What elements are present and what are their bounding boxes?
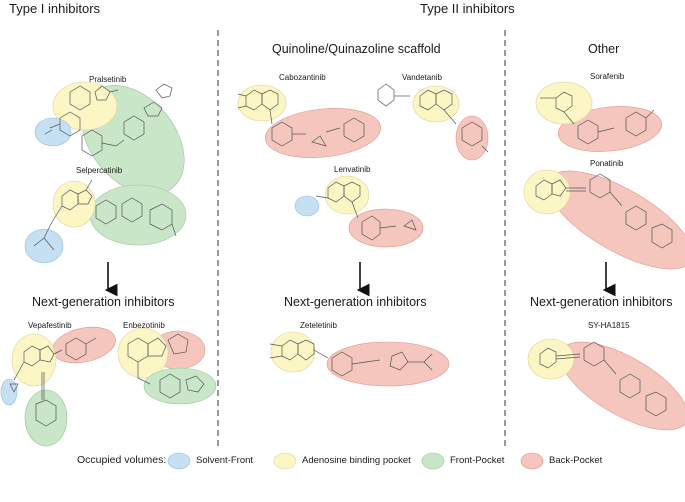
selpercatinib-structure xyxy=(24,179,187,264)
solvent-front-region xyxy=(34,117,72,147)
back-pocket-region xyxy=(264,108,382,158)
back-pocket-region xyxy=(455,115,489,161)
cabozantinib-label: Cabozantinib xyxy=(279,73,326,82)
legend-label-solvent-front: Solvent-Front xyxy=(196,455,254,466)
sorafenib-label: Sorafenib xyxy=(590,72,625,81)
back-pocket-region xyxy=(326,341,450,387)
adenosine-region xyxy=(117,327,169,379)
next-generation-label-type1: Next-generation inhibitors xyxy=(32,295,175,309)
adenosine-region xyxy=(535,81,593,125)
vandetanib-label: Vandetanib xyxy=(402,73,442,82)
legend-label-adenosine: Adenosine binding pocket xyxy=(302,455,411,466)
enbezotinib-structure xyxy=(117,327,217,405)
quinoline-scaffold-header: Quinoline/Quinazoline scaffold xyxy=(272,42,441,56)
enbezotinib-label: Enbezotinib xyxy=(123,321,165,330)
adenosine-region xyxy=(52,81,118,131)
cabozantinib-structure xyxy=(237,84,382,158)
sy-ha1815-label: SY-HA1815 xyxy=(588,321,630,330)
legend-swatch-front-pocket xyxy=(421,452,445,470)
sorafenib-structure xyxy=(535,81,663,152)
back-pocket-region xyxy=(348,208,424,248)
pralsetinib-label: Pralsetinib xyxy=(89,75,127,84)
adenosine-region xyxy=(527,338,575,380)
type2-header: Type II inhibitors xyxy=(420,1,515,16)
front-pocket-region xyxy=(24,389,68,447)
adenosine-region xyxy=(11,333,57,387)
zeteletinib-structure xyxy=(269,331,450,387)
adenosine-region xyxy=(270,331,316,373)
legend-label-back-pocket: Back-Pocket xyxy=(549,455,603,466)
legend-swatch-solvent-front xyxy=(167,452,191,470)
lenvatinib-structure xyxy=(294,175,424,248)
legend-label-front-pocket: Front-Pocket xyxy=(450,455,505,466)
solvent-front-region xyxy=(294,195,320,217)
legend-swatch-adenosine xyxy=(273,452,297,470)
ponatinib-structure xyxy=(523,169,685,270)
adenosine-region xyxy=(52,180,96,228)
vandetanib-structure xyxy=(377,83,489,161)
front-pocket-region xyxy=(89,184,187,246)
selpercatinib-label: Selpercatinib xyxy=(76,166,123,175)
other-header: Other xyxy=(588,42,620,56)
zeteletinib-label: Zeteletinib xyxy=(300,321,337,330)
vepafestinib-structure xyxy=(0,326,116,447)
legend-title: Occupied volumes: xyxy=(77,454,167,466)
ponatinib-label: Ponatinib xyxy=(590,159,624,168)
next-generation-label-quinoline: Next-generation inhibitors xyxy=(284,295,427,309)
adenosine-region xyxy=(324,175,370,215)
solvent-front-region xyxy=(0,378,18,406)
back-pocket-region xyxy=(559,341,685,431)
sy-ha1815-structure xyxy=(527,338,685,431)
type1-header: Type I inhibitors xyxy=(9,1,101,16)
vepafestinib-label: Vepafestinib xyxy=(28,321,72,330)
solvent-front-region xyxy=(24,228,64,264)
legend-swatch-back-pocket xyxy=(520,452,544,470)
pralsetinib-structure xyxy=(34,81,185,195)
lenvatinib-label: Lenvatinib xyxy=(334,165,371,174)
next-generation-label-other: Next-generation inhibitors xyxy=(530,295,673,309)
